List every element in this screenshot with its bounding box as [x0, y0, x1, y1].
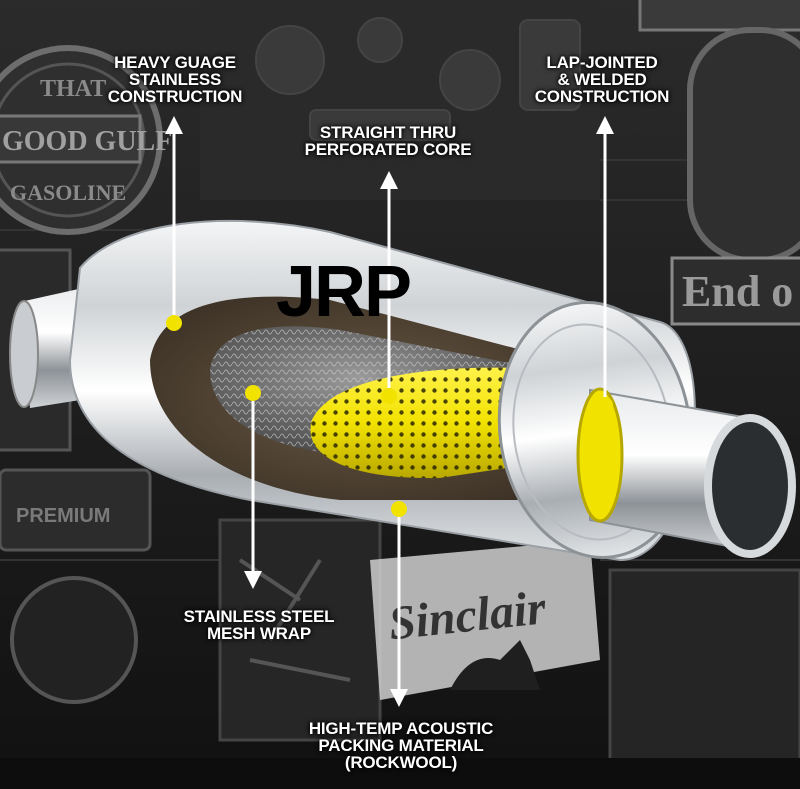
outlet-opening	[704, 414, 796, 558]
callout-heavy-gauge: HEAVY GUAGE STAINLESS CONSTRUCTION	[107, 53, 243, 106]
brand-logo: JRP	[276, 252, 412, 332]
dot-packing	[391, 501, 407, 517]
end-sign-text: End o	[682, 267, 793, 316]
callout-packing: HIGH-TEMP ACOUSTIC PACKING MATERIAL (ROC…	[308, 719, 494, 772]
gulf-sign-top: THAT	[40, 76, 106, 102]
callout-lap-jointed: LAP-JOINTED & WELDED CONSTRUCTION	[534, 53, 670, 106]
callout-dots	[166, 315, 613, 517]
end-sign	[670, 256, 800, 326]
gulf-sign: GOOD GULF THAT GASOLINE	[0, 45, 172, 235]
muffler-shell	[68, 219, 696, 562]
gulf-sign-bottom: GASOLINE	[10, 180, 126, 205]
callout-arrows	[165, 116, 614, 707]
premium-label: PREMIUM	[16, 505, 110, 527]
dinosaur-icon	[450, 640, 540, 690]
callout-mesh-wrap: STAINLESS STEEL MESH WRAP	[183, 607, 335, 643]
gulf-sign-middle: GOOD GULF	[2, 126, 172, 157]
dot-weld	[597, 397, 613, 413]
tool-bin	[218, 518, 382, 742]
outlet-pipe	[576, 387, 796, 558]
lap-joint-weld	[576, 387, 624, 523]
callout-straight-thru: STRAIGHT THRU PERFORATED CORE	[304, 123, 472, 159]
sinclair-sign: Sinclair	[370, 540, 600, 700]
dot-mesh	[245, 385, 261, 401]
dot-core	[381, 388, 397, 404]
dot-shell	[166, 315, 182, 331]
